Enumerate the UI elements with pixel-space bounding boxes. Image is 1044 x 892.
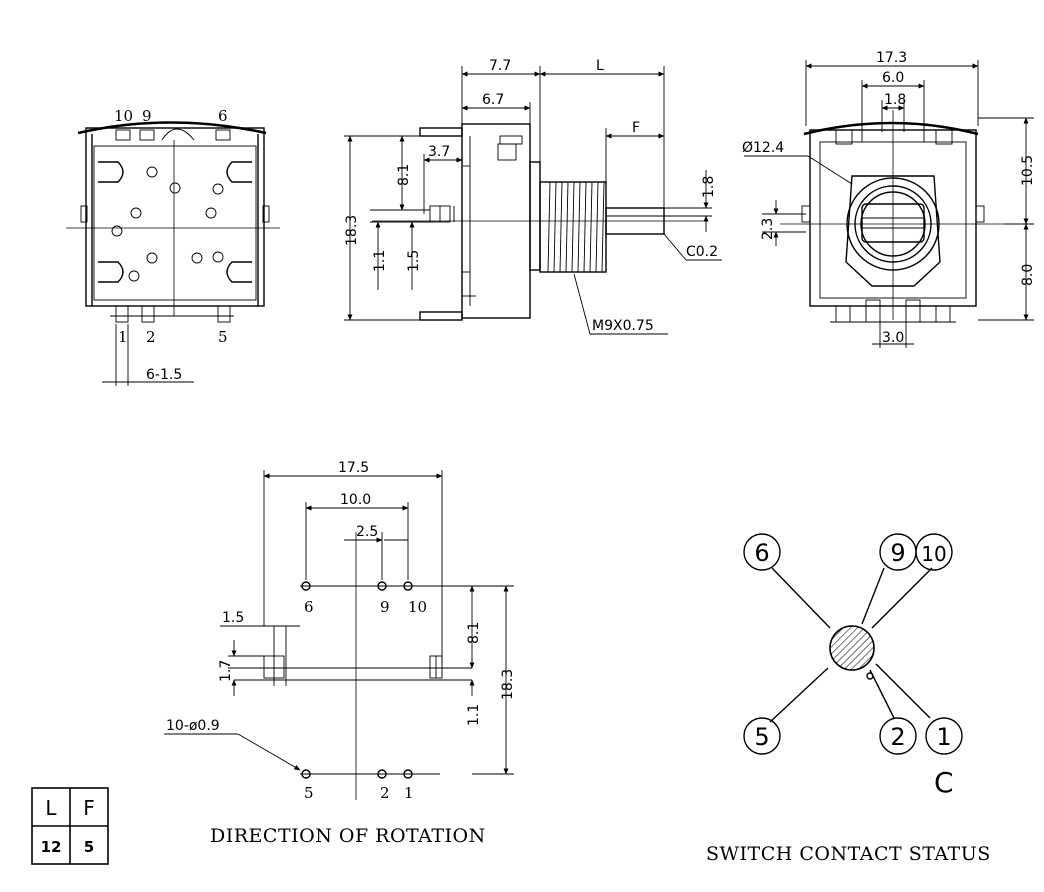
contact-6-label: 6 [754,539,769,567]
side-dim-18-3: 18.3 [344,215,360,246]
side-dim-1-8: 1.8 [701,176,717,198]
contact-2-circle [879,717,917,755]
contact-1-circle [925,717,963,755]
end-dim-1-8: 1.8 [884,92,906,108]
front-body [85,127,265,307]
contact-9-label: 9 [890,539,905,567]
contact-10-label: 10 [921,542,946,566]
front-pin-label-5: 5 [218,328,228,346]
table-header-L: L [45,796,57,820]
fp-pin-2: 2 [380,784,390,802]
fp-dim-8-1: 8.1 [466,622,482,644]
fp-pin-6: 6 [304,598,314,616]
fp-dim-1-5: 1.5 [222,610,244,626]
side-dim-7-7: 7.7 [489,58,511,74]
fp-pin-5: 5 [304,784,314,802]
side-chamfer: C0.2 [686,244,718,260]
switch-state-label: C [934,766,954,799]
fp-dim-2-5: 2.5 [356,524,378,540]
side-dim-F: F [632,120,640,136]
switch-diagram: 6 9 10 5 2 1 C SWITCH CONTACT STATUS [706,533,991,865]
fp-holes-label: 10-ø0.9 [166,718,220,734]
footprint-view: 17.5 10.0 2.5 18.3 8.1 1.1 1.5 1.7 [164,460,516,847]
front-pitch-label: 6-1.5 [146,367,182,383]
lf-table: L F 12 5 [31,787,109,865]
end-diameter: Ø12.4 [742,140,784,156]
switch-caption: SWITCH CONTACT STATUS [706,843,991,865]
end-dim-17-3: 17.3 [876,50,907,66]
fp-dim-10-0: 10.0 [340,492,371,508]
contact-6-circle [743,533,781,571]
contact-5-circle [743,717,781,755]
fp-pin-1: 1 [404,784,414,802]
switch-rotor [829,625,875,671]
bushing-outline [845,175,941,287]
front-pin-label-2: 2 [146,328,156,346]
fp-caption: DIRECTION OF ROTATION [210,825,486,847]
front-view: 10 9 6 1 2 5 6-1.5 [66,107,280,386]
fp-pin-9: 9 [380,598,390,616]
side-thread: M9X0.75 [592,318,654,334]
contact-10-circle [915,533,953,571]
side-dim-6-7: 6.7 [482,92,504,108]
side-dim-1-5: 1.5 [406,250,422,272]
end-dim-3-0: 3.0 [882,330,904,346]
thread-lines [547,181,605,273]
end-dim-2-3: 2.3 [760,218,776,240]
end-dim-6-0: 6.0 [882,70,904,86]
fp-dim-18-3: 18.3 [500,669,516,700]
front-pin-label-6: 6 [218,107,228,125]
table-value-L: 12 [41,838,62,856]
front-pin-label-10: 10 [114,107,133,125]
side-view: 7.7 L 6.7 F 1.8 [344,58,722,335]
front-inner [93,145,257,301]
contact-1-label: 1 [936,723,951,751]
front-pin-label-9: 9 [142,107,152,125]
fp-dim-1-7: 1.7 [218,660,234,682]
table-value-F: 5 [84,838,94,856]
side-dim-L: L [596,58,604,74]
table-header-F: F [83,796,95,820]
side-dim-8-1: 8.1 [396,164,412,186]
side-dim-1-1: 1.1 [372,250,388,272]
contact-2-label: 2 [890,723,905,751]
fp-dim-1-1: 1.1 [466,704,482,726]
front-pin-label-1: 1 [118,328,128,346]
end-dim-8-0: 8.0 [1020,264,1036,286]
side-dim-3-7: 3.7 [428,144,450,160]
end-view: 17.3 6.0 1.8 Ø12.4 10.5 8 [742,50,1036,348]
fp-pin-10: 10 [408,598,427,616]
fp-dim-17-5: 17.5 [338,460,369,476]
contact-5-label: 5 [754,723,769,751]
end-dim-10-5: 10.5 [1020,155,1036,186]
